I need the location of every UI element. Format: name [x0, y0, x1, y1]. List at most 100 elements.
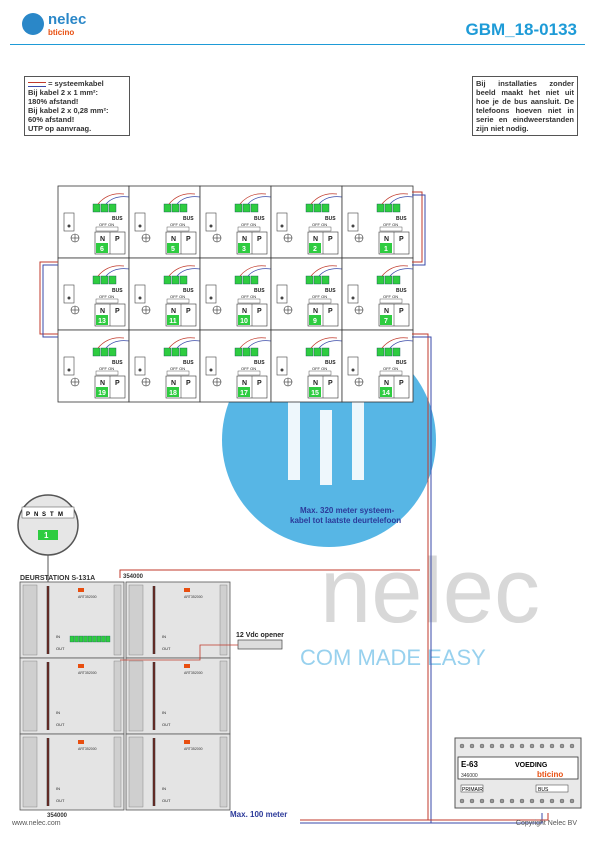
terminal-icon — [569, 743, 575, 749]
n-label: N — [100, 236, 105, 243]
out-label: OUT — [162, 646, 171, 651]
terminal-icon — [100, 347, 109, 357]
terminal-icon — [539, 743, 545, 749]
n-label: N — [242, 380, 247, 387]
off-on-label: OFF ON — [312, 222, 327, 227]
footer-website[interactable]: www.nelec.com — [12, 820, 61, 827]
off-on-switch — [166, 226, 190, 232]
terminal-icon — [101, 635, 106, 643]
terminal-icon — [74, 635, 79, 643]
module-code: ART352000 — [184, 595, 203, 599]
psu-model: E-63 — [461, 760, 478, 769]
n-label: N — [100, 308, 105, 315]
cable-note-title: = systeemkabel — [48, 79, 104, 88]
dip-label-m: M — [58, 512, 63, 518]
off-on-switch — [379, 298, 403, 304]
bus-label: BUS — [254, 360, 265, 366]
terminal-icon — [469, 743, 475, 749]
footer-copyright: Copyright Nelec BV — [515, 820, 577, 827]
terminal-icon — [108, 203, 117, 213]
handset-icon — [63, 284, 75, 304]
handset-icon — [205, 284, 217, 304]
terminal-icon — [305, 275, 314, 285]
terminal-icon — [100, 203, 109, 213]
door-station-code-bottom: 354000 — [47, 813, 68, 819]
out-label: OUT — [56, 798, 65, 803]
n-label: N — [171, 308, 176, 315]
in-label: IN — [56, 786, 60, 791]
terminal-icon — [234, 203, 243, 213]
terminal-icon — [83, 635, 88, 643]
phone-number: 9 — [313, 318, 317, 325]
terminal-icon — [539, 798, 545, 804]
terminal-icon — [305, 347, 314, 357]
bus-label: BUS — [183, 360, 194, 366]
cable-note: = systeemkabel Bij kabel 2 x 1 mm²: 180%… — [24, 76, 130, 136]
terminal-icon — [499, 798, 505, 804]
p-label: P — [186, 308, 191, 315]
handset-icon — [276, 284, 288, 304]
p-label: P — [257, 236, 262, 243]
terminal-icon — [242, 275, 251, 285]
terminal-icon — [384, 347, 393, 357]
off-on-switch — [308, 298, 332, 304]
phone-number: 5 — [171, 246, 175, 253]
p-label: P — [257, 308, 262, 315]
off-on-label: OFF ON — [99, 294, 114, 299]
bus-label: BUS — [254, 288, 265, 294]
handset-icon — [347, 284, 359, 304]
off-on-switch — [166, 298, 190, 304]
n-label: N — [242, 308, 247, 315]
bus-label: BUS — [325, 216, 336, 222]
installation-note: Bij installaties zonder beeld maakt het … — [472, 76, 578, 136]
phone-number: 18 — [169, 390, 177, 397]
bus-label: BUS — [396, 288, 407, 294]
p-label: P — [328, 236, 333, 243]
max-320-label-b: kabel tot laatste deurtelefoon — [290, 516, 401, 525]
terminal-icon — [92, 275, 101, 285]
terminal-icon — [163, 347, 172, 357]
terminal-icon — [234, 275, 243, 285]
nelec-logo-icon — [22, 13, 44, 35]
terminal-icon — [384, 203, 393, 213]
phone-number: 14 — [382, 390, 390, 397]
terminal-icon — [489, 743, 495, 749]
terminal-icon — [509, 743, 515, 749]
p-label: P — [115, 308, 120, 315]
handset-icon — [347, 356, 359, 376]
cable-note-line: Bij kabel 2 x 0,28 mm²: — [28, 106, 109, 115]
out-label: OUT — [162, 722, 171, 727]
handset-icon — [63, 212, 75, 232]
psu-name: VOEDING — [515, 762, 548, 769]
off-on-label: OFF ON — [383, 222, 398, 227]
terminal-icon — [519, 798, 525, 804]
module-code: ART352000 — [184, 747, 203, 751]
terminal-icon — [163, 275, 172, 285]
off-on-label: OFF ON — [170, 366, 185, 371]
handset-icon — [276, 356, 288, 376]
off-on-switch — [166, 370, 190, 376]
terminal-icon — [242, 347, 251, 357]
terminal-icon — [459, 798, 465, 804]
terminal-icon — [250, 203, 259, 213]
terminal-icon — [313, 203, 322, 213]
terminal-icon — [559, 743, 565, 749]
terminal-icon — [87, 635, 93, 643]
in-label: IN — [162, 710, 166, 715]
handset-icon — [63, 356, 75, 376]
cable-note-line: UTP op aanvraag. — [28, 124, 92, 133]
off-on-switch — [237, 298, 261, 304]
bus-label: BUS — [112, 360, 123, 366]
terminal-icon — [392, 203, 401, 213]
p-label: P — [115, 236, 120, 243]
phone-number: 6 — [100, 246, 104, 253]
phone-number: 11 — [169, 318, 177, 325]
